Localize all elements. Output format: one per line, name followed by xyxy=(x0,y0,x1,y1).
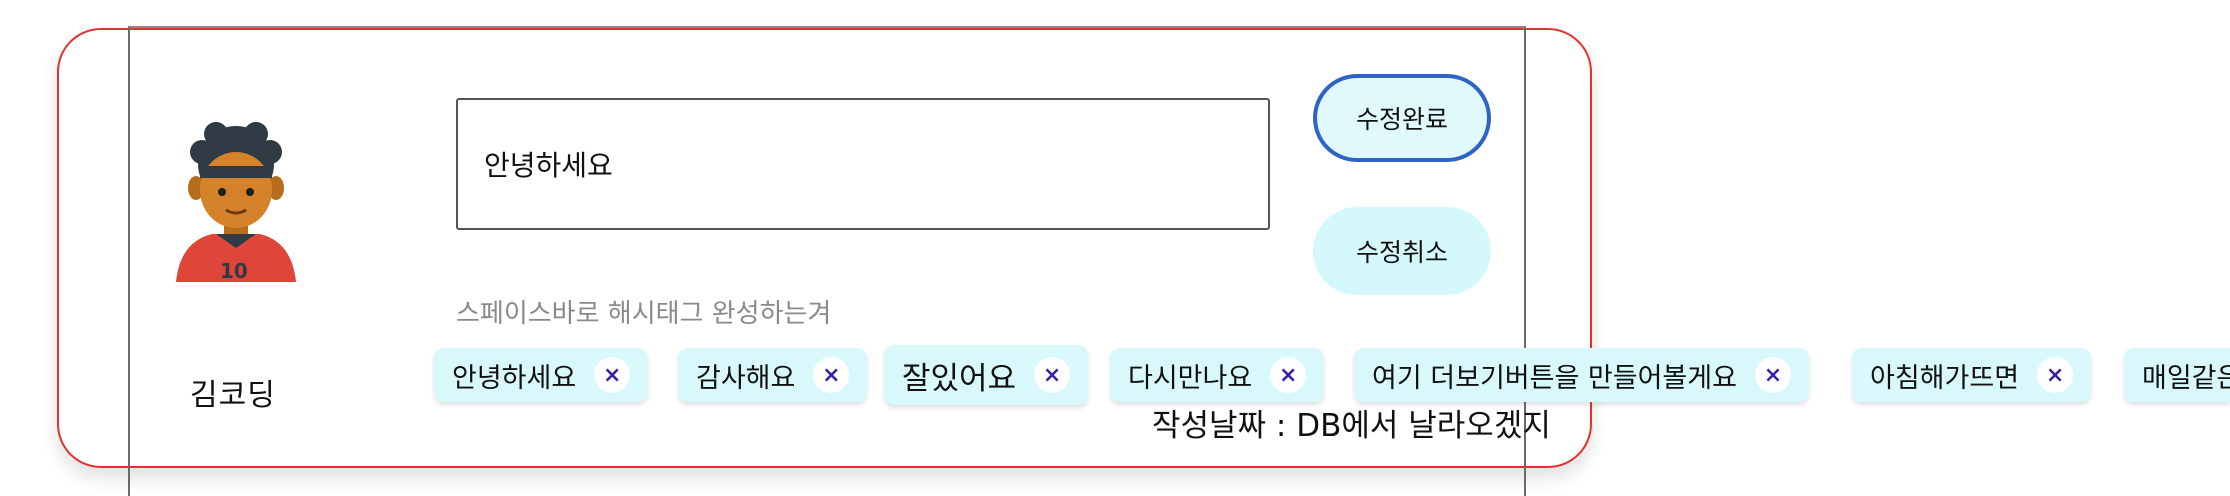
svg-text:10: 10 xyxy=(220,259,248,282)
cancel-edit-button[interactable]: 수정취소 xyxy=(1313,207,1491,295)
created-date: 작성날짜 : DB에서 날라오겠지 xyxy=(1152,408,1551,444)
hashtag-label: 잘있어요 xyxy=(902,360,1017,397)
hashtag-chip: 감사해요 × xyxy=(678,348,868,402)
remove-tag-icon[interactable]: × xyxy=(1754,357,1791,393)
remove-tag-icon[interactable]: × xyxy=(813,357,850,393)
hashtag-chip: 여기 더보기버튼을 만들어볼게요 × xyxy=(1354,348,1809,402)
hashtag-label: 아침해가뜨면 xyxy=(1870,362,2020,394)
remove-tag-icon[interactable]: × xyxy=(594,357,631,393)
hashtag-label: 감사해요 xyxy=(696,362,796,394)
remove-tag-icon[interactable]: × xyxy=(1034,357,1071,393)
avatar-person-icon: 10 xyxy=(176,122,296,282)
hashtag-chip: 안녕하세요 × xyxy=(434,348,649,402)
remove-tag-icon[interactable]: × xyxy=(1270,357,1307,393)
hashtag-chip: 아침해가뜨면 × xyxy=(1852,348,2092,402)
username: 김코딩 xyxy=(190,378,276,413)
hashtag-label: 다시만나요 xyxy=(1128,362,1253,394)
hashtag-chip: 잘있어요 × xyxy=(884,345,1089,405)
hashtag-label: 매일같은 xyxy=(2142,362,2230,394)
hashtag-hint: 스페이스바로 해시태그 완성하는겨 xyxy=(456,299,832,329)
hashtag-chip: 매일같은 xyxy=(2124,348,2230,402)
hashtag-label: 여기 더보기버튼을 만들어볼게요 xyxy=(1372,362,1737,394)
hashtag-chip: 다시만나요 × xyxy=(1110,348,1325,402)
remove-tag-icon[interactable]: × xyxy=(2037,357,2074,393)
avatar: 10 xyxy=(172,122,300,282)
comment-text: 안녕하세요 xyxy=(484,149,613,182)
comment-edit-input[interactable]: 안녕하세요 xyxy=(456,98,1270,230)
hashtag-label: 안녕하세요 xyxy=(452,362,577,394)
save-edit-button[interactable]: 수정완료 xyxy=(1313,74,1491,162)
